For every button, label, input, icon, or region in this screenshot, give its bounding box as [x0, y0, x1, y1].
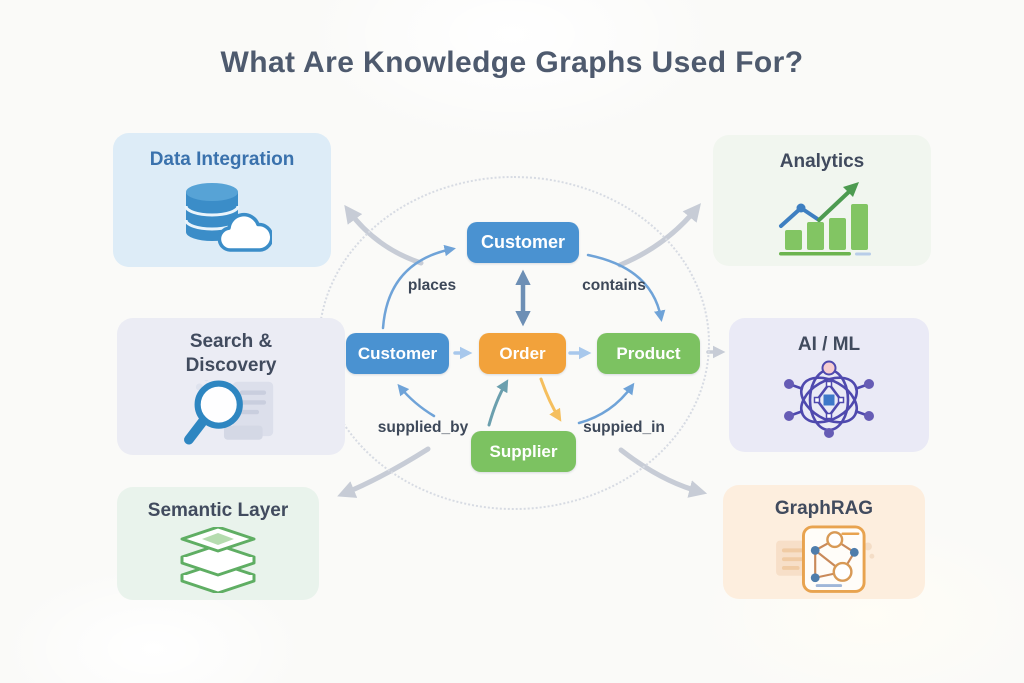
card-label-graphrag: GraphRAG: [774, 498, 874, 519]
graph-node-order: Order: [479, 333, 566, 374]
edge-label-contains: contains: [582, 277, 646, 294]
edge-label-places: places: [407, 277, 457, 294]
card-label-analytics: Analytics: [779, 151, 865, 172]
edge-label-supplied-by: supplied_by: [377, 419, 469, 436]
database-cloud-icon: [184, 182, 272, 252]
card-ai-ml: AI / ML: [729, 318, 929, 452]
graph-node-customer-top: Customer: [467, 222, 579, 263]
card-label-data-integration: Data Integration: [149, 149, 295, 170]
stacked-layers-icon: [180, 526, 256, 593]
card-label-semantic-layer: Semantic Layer: [147, 500, 289, 521]
graph-document-icon: [776, 525, 875, 593]
edge-label-supplied-in: suppied_in: [583, 419, 665, 436]
card-data-integration: Data Integration: [113, 133, 331, 267]
card-analytics: Analytics: [713, 135, 931, 266]
magnifying-glass-icon: [184, 379, 274, 445]
card-label-search-discovery: Search & Discovery: [185, 331, 277, 376]
bar-chart-trend-icon: [779, 181, 871, 256]
graph-node-product: Product: [597, 333, 700, 374]
graph-node-supplier: Supplier: [471, 431, 576, 472]
neural-network-icon: [784, 360, 874, 438]
page-title: What Are Knowledge Graphs Used For?: [220, 46, 804, 79]
card-graphrag: GraphRAG: [723, 485, 925, 599]
card-label-ai-ml: AI / ML: [797, 334, 861, 355]
card-search-discovery: Search & Discovery: [117, 318, 345, 455]
card-semantic-layer: Semantic Layer: [117, 487, 319, 600]
graph-node-customer-left: Customer: [346, 333, 449, 374]
